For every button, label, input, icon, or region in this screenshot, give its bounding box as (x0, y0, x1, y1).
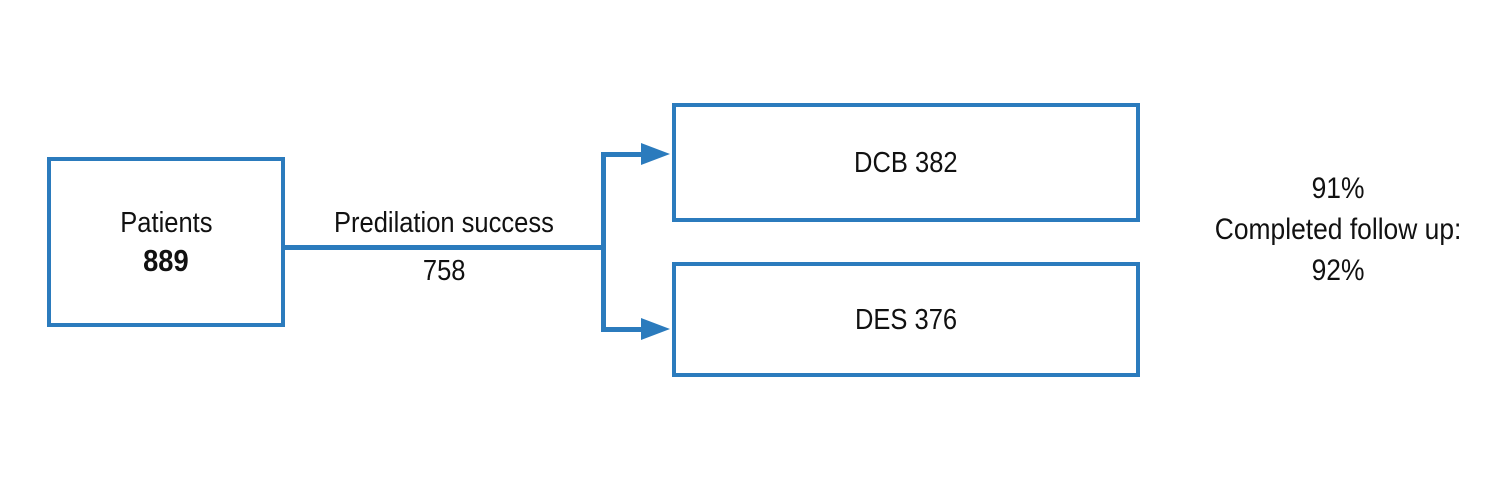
connector-line-branch-bottom (601, 327, 643, 332)
connector-line-vertical (601, 152, 606, 332)
des-box: DES 376 (672, 262, 1140, 377)
followup-line3: 92% (1311, 254, 1365, 287)
connector-line-branch-top (601, 152, 643, 157)
connector-count: 758 (422, 255, 466, 287)
patients-count: 889 (143, 243, 189, 278)
arrowhead-dcb-icon (641, 143, 670, 165)
followup-line1: 91% (1311, 172, 1365, 205)
des-label: DES 376 (854, 303, 958, 336)
dcb-label: DCB 382 (854, 146, 958, 179)
connector-label: Predilation success (334, 207, 554, 239)
followup-note: 91% Completed follow up: 92% (1163, 168, 1512, 291)
dcb-box: DCB 382 (672, 103, 1140, 222)
arrowhead-des-icon (641, 318, 670, 340)
connector-line-main (283, 245, 603, 250)
followup-line2: Completed follow up: (1214, 213, 1462, 246)
patients-label: Patients (119, 207, 213, 239)
patients-box: Patients 889 (47, 157, 285, 327)
